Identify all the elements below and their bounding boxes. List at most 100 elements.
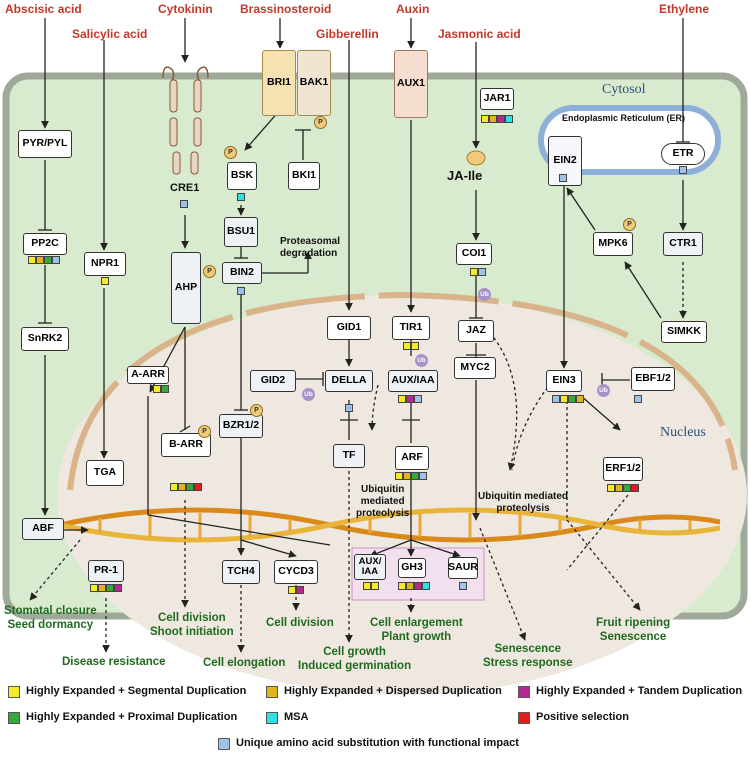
marker-unique	[419, 472, 427, 480]
node-tf: TF	[333, 444, 365, 468]
node-mpk6: MPK6	[593, 232, 633, 256]
legend-swatch-dispersed	[266, 686, 278, 698]
node-bsu1: BSU1	[224, 217, 258, 247]
marker-segmental	[398, 395, 406, 403]
legend-label-positive: Positive selection	[536, 711, 629, 723]
node-abf: ABF	[22, 518, 64, 540]
marker-msa	[422, 582, 430, 590]
outcome-senescence-stress: Senescence Stress response	[483, 643, 573, 670]
er-label: Endoplasmic Reticulum (ER)	[562, 113, 686, 123]
hormone-brassinosteroid: Brassinosteroid	[240, 2, 332, 16]
marker-segmental	[403, 342, 411, 350]
marker-dispersed	[98, 584, 106, 592]
node-saur: SAUR	[448, 557, 478, 579]
cre1-receptor-graphic	[162, 66, 209, 81]
marker-proximal	[161, 385, 169, 393]
marker-unique	[414, 395, 422, 403]
marker-segmental	[28, 256, 36, 264]
node-bsk: BSK	[227, 162, 257, 190]
node-cycd3: CYCD3	[274, 560, 318, 584]
node-npr1: NPR1	[84, 252, 126, 276]
marker-positive	[631, 484, 639, 492]
marker-dispersed	[406, 582, 414, 590]
node-ja-ile: JA-Ile	[447, 168, 483, 183]
node-aux-iaa: AUX/IAA	[388, 370, 438, 392]
hormone-auxin: Auxin	[396, 2, 430, 16]
node-ein3: EIN3	[546, 370, 582, 392]
nuclear-envelope	[67, 291, 738, 491]
marker-segmental	[90, 584, 98, 592]
node-bki1: BKI1	[288, 162, 320, 190]
marker-unique	[52, 256, 60, 264]
marker-proximal	[568, 395, 576, 403]
node-bin2: BIN2	[222, 262, 262, 284]
node-tch4: TCH4	[222, 560, 260, 584]
dna-strand-2	[59, 507, 721, 543]
node-tir1: TIR1	[392, 316, 430, 340]
node-gid2: GID2	[250, 370, 296, 392]
phosphate-icon: P	[224, 146, 237, 159]
hormone-abscisic-acid: Abscisic acid	[5, 2, 82, 16]
marker-tandem	[114, 584, 122, 592]
legend-swatch-tandem	[518, 686, 530, 698]
legend-label-msa: MSA	[284, 711, 309, 723]
marker-dispersed	[403, 472, 411, 480]
dna-strand-1	[59, 507, 721, 543]
node-arf: ARF	[395, 446, 429, 470]
marker-proximal	[623, 484, 631, 492]
node-pp2c: PP2C	[23, 233, 67, 255]
ubiquitin-icon: Ub	[478, 288, 491, 301]
hormone-ethylene: Ethylene	[659, 2, 710, 16]
marker-segmental	[371, 582, 379, 590]
node-simkk: SIMKK	[661, 321, 707, 343]
marker-proximal	[411, 472, 419, 480]
marker-msa	[237, 193, 245, 201]
marker-unique	[552, 395, 560, 403]
marker-positive	[194, 483, 202, 491]
marker-unique	[180, 200, 188, 208]
marker-tandem	[497, 115, 505, 123]
node-myc2: MYC2	[454, 357, 496, 379]
marker-proximal	[186, 483, 194, 491]
marker-tandem	[406, 395, 414, 403]
outcome-text: Stomatal closure Seed dormancy	[4, 605, 97, 632]
proteasomal-degradation-label: Proteasomal degradation	[280, 236, 341, 259]
marker-unique	[459, 582, 467, 590]
outcome-stomatal-closure: Stomatal closure Seed dormancy	[4, 604, 97, 633]
phosphate-icon: P	[250, 404, 263, 417]
marker-segmental	[481, 115, 489, 123]
ubiquitin-icon: Ub	[597, 384, 610, 397]
marker-unique	[679, 166, 687, 174]
legend-label-tandem: Highly Expanded + Tandem Duplication	[536, 685, 743, 697]
outcome-cell-elongation: Cell elongation	[203, 657, 286, 669]
node-bri1: BRI1	[262, 50, 296, 116]
ubiquitin-proteolysis-label-1: Ubiquitin mediated proteolysis	[356, 484, 410, 519]
marker-segmental	[470, 268, 478, 276]
node-a-arr: A-ARR	[127, 366, 169, 384]
node-ctr1: CTR1	[663, 232, 703, 256]
node-pr1: PR-1	[88, 560, 124, 582]
outcome-cell-enlargement: Cell enlargement Plant growth	[370, 617, 463, 644]
phosphate-icon: P	[203, 265, 216, 278]
hormone-jasmonic-acid: Jasmonic acid	[438, 27, 521, 41]
marker-proximal	[106, 584, 114, 592]
outcome-fruit-ripening: Fruit ripening Senescence	[596, 617, 671, 644]
marker-unique	[634, 395, 642, 403]
hormone-salicylic-acid: Salicylic acid	[72, 27, 148, 41]
node-gid1: GID1	[327, 316, 371, 340]
legend-swatch-unique	[218, 738, 230, 750]
marker-unique	[345, 404, 353, 412]
outcome-cell-division-shoot: Cell division Shoot initiation	[150, 612, 234, 639]
marker-segmental	[560, 395, 568, 403]
phosphate-icon: P	[314, 116, 327, 129]
marker-dispersed	[36, 256, 44, 264]
marker-segmental	[170, 483, 178, 491]
node-ahp: AHP	[171, 252, 201, 324]
marker-msa	[505, 115, 513, 123]
node-tga: TGA	[86, 460, 124, 486]
node-ebf1-2: EBF1/2	[631, 367, 675, 391]
legend-swatch-msa	[266, 712, 278, 724]
node-aux1: AUX1	[394, 50, 428, 118]
marker-unique	[237, 287, 245, 295]
node-jaz: JAZ	[458, 320, 494, 342]
